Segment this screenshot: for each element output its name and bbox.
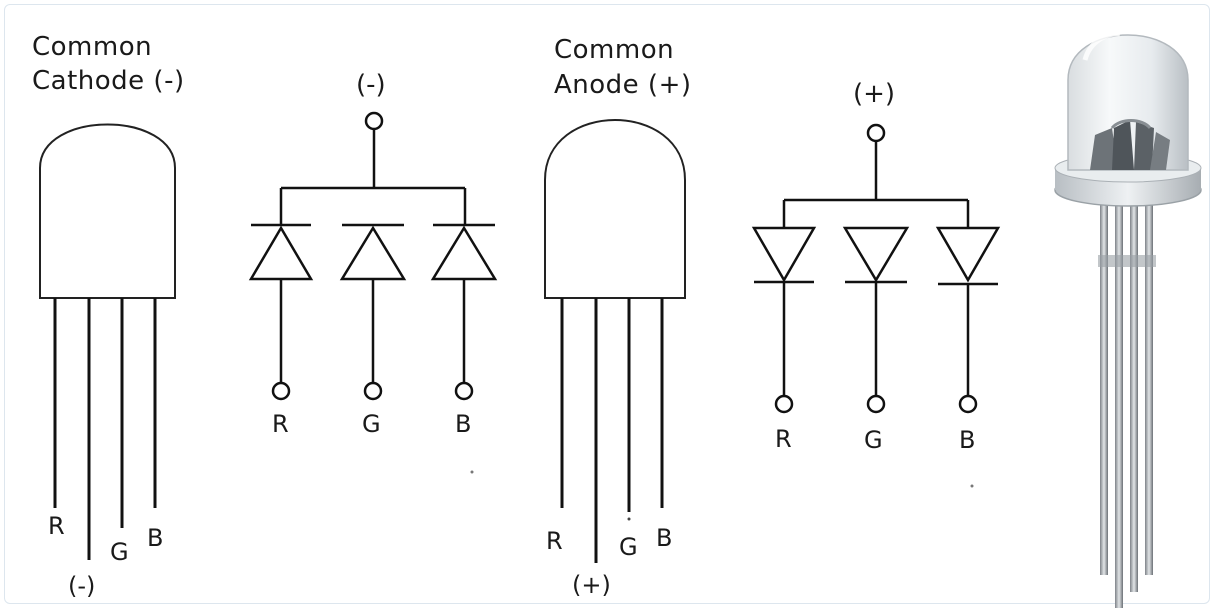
- cathode-schematic-b-label: B: [455, 410, 472, 438]
- cathode-schematic-common-label: (-): [356, 70, 386, 100]
- cathode-title-line2: Cathode (-): [32, 66, 185, 96]
- anode-schematic: [751, 123, 1001, 414]
- cathode-led-body: [39, 123, 176, 299]
- panel-border: [4, 4, 1210, 604]
- anode-pin-r-label: R: [546, 527, 563, 555]
- cathode-schematic-g-label: G: [362, 410, 381, 438]
- anode-schematic-g-label: G: [864, 426, 883, 454]
- anode-pin-plus-label: (+): [572, 571, 611, 599]
- cathode-schematic-r-label: R: [272, 410, 289, 438]
- anode-schematic-r-label: R: [775, 425, 792, 453]
- cathode-pin-r-label: R: [48, 512, 65, 540]
- cathode-pin-g-label: G: [110, 538, 129, 566]
- cathode-title-line1: Common: [32, 32, 153, 62]
- cathode-schematic: [248, 111, 498, 401]
- cathode-pin-minus-label: (-): [68, 572, 96, 600]
- anode-led-body: [544, 119, 686, 299]
- anode-led-legs: [560, 298, 664, 563]
- cathode-pin-b-label: B: [147, 524, 164, 552]
- anode-pin-b-label: B: [656, 524, 673, 552]
- anode-pin-g-label: G: [619, 533, 638, 561]
- anode-title-line1: Common: [554, 35, 675, 65]
- anode-schematic-common-label: (+): [853, 79, 896, 109]
- anode-schematic-b-label: B: [959, 426, 976, 454]
- anode-title-line2: Anode (+): [554, 70, 692, 100]
- cathode-led-legs: [53, 298, 157, 560]
- rgb-led-photo: [1054, 31, 1202, 608]
